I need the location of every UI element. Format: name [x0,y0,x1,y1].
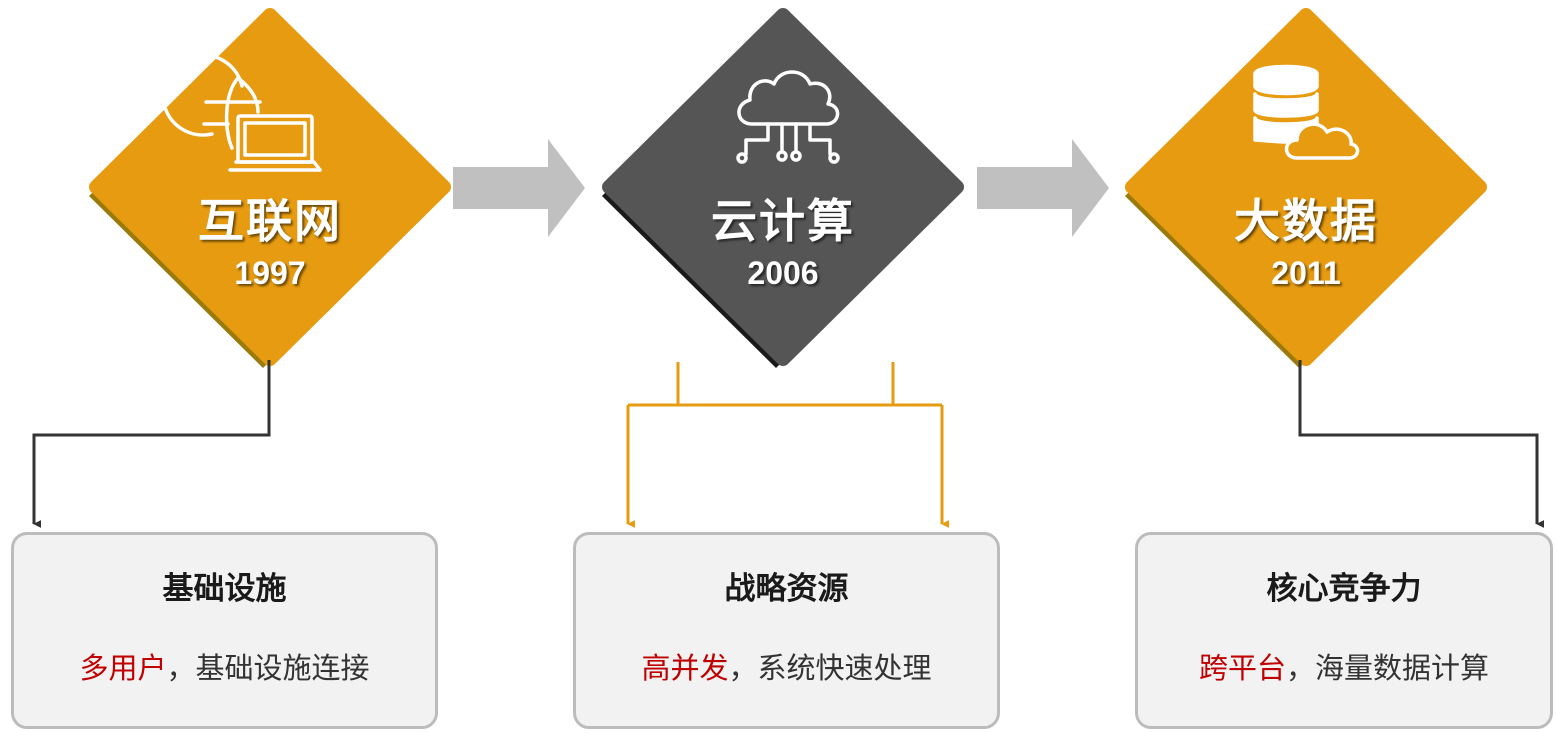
card-highlight: 高并发 [641,651,729,685]
stage-cloud: 云计算 2006 [633,185,933,292]
cloud-network-icon [736,70,840,164]
stage-year: 1997 [234,255,306,291]
card-rest: 基础设施连接 [195,651,370,685]
card-title: 战略资源 [724,571,849,607]
card-rest: 海量数据计算 [1315,651,1490,685]
card-title: 核心竞争力 [1266,571,1422,607]
card-separator: ， [166,651,196,685]
flow-arrow-1 [453,139,585,237]
card-separator: ， [728,651,758,685]
stage-year: 2011 [1271,255,1341,291]
card-description: 高并发，系统快速处理 [576,645,997,687]
card-highlight: 多用户 [79,651,167,685]
stage-bigdata: 大数据 2011 [1156,185,1456,292]
globe-laptop-icon [161,53,322,172]
card-infrastructure: 基础设施 多用户，基础设施连接 [11,532,438,729]
card-highlight: 跨平台 [1198,651,1286,685]
connector-internet [32,360,271,528]
connector-bigdata [1298,360,1545,528]
card-description: 多用户，基础设施连接 [14,645,435,687]
stage-diamond-internet [89,8,451,368]
stage-diamond-cloud [602,8,964,368]
card-strategic-resource: 战略资源 高并发，系统快速处理 [573,532,1000,729]
card-title: 基础设施 [162,571,287,607]
stage-internet: 互联网 1997 [120,185,420,292]
stage-year: 2006 [747,255,819,291]
stage-title: 云计算 [711,194,855,248]
card-core-competitiveness: 核心竞争力 跨平台，海量数据计算 [1135,532,1553,729]
card-rest: 系统快速处理 [757,651,932,685]
connector-cloud [626,362,950,528]
stage-diamond-bigdata [1125,8,1487,368]
flow-arrow-2 [977,139,1109,237]
stage-title: 大数据 [1234,194,1378,248]
stage-title: 互联网 [198,194,342,248]
card-description: 跨平台，海量数据计算 [1138,645,1550,687]
database-cloud-icon [1253,64,1360,160]
card-separator: ， [1285,651,1315,685]
